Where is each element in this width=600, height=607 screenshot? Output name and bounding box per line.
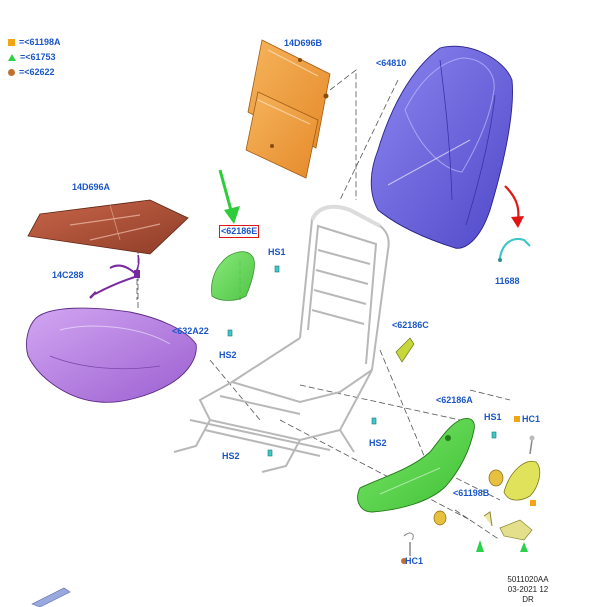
wire-harness: [89, 254, 140, 299]
label-hc1-bottom: HC1: [405, 556, 424, 566]
label-hs1-top: HS1: [268, 247, 286, 257]
footer-date: 03-2021 12: [507, 585, 549, 594]
back-pad-orange: [245, 39, 331, 179]
screw-hs: [227, 265, 497, 457]
seat-cushion-purple: [25, 307, 197, 403]
knob-61198b: [433, 469, 504, 526]
label-14d696b: 14D696B: [284, 38, 323, 48]
circle-icon: [8, 68, 15, 76]
footer-side: DR: [522, 595, 534, 604]
square-icon: [8, 38, 15, 46]
label-14c288: 14C288: [52, 270, 84, 280]
legend-row-61198a: =<61198A: [8, 36, 61, 48]
legend-text: =<61753: [20, 52, 56, 62]
label-64810: <64810: [376, 58, 407, 68]
label-62186c: <62186C: [392, 320, 429, 330]
footer-code: 5011020AA: [507, 575, 549, 584]
triangle-icon: [8, 53, 16, 61]
side-shield-62186a: [357, 418, 475, 513]
label-hs2-mid: HS2: [369, 438, 387, 448]
label-hc1-right: HC1: [522, 414, 541, 424]
seat-back-cover-blue: [370, 45, 513, 249]
clip-11688: [498, 237, 531, 262]
label-62186e-highlighted: <62186E: [219, 225, 260, 238]
switch-lever-bottom: [483, 511, 533, 541]
label-632a22: <632A22: [172, 326, 209, 336]
label-hs1-right: HS1: [484, 412, 502, 422]
screw-markers: [401, 416, 536, 564]
legend-row-62622: =<62622: [8, 66, 55, 78]
red-arrow: [504, 185, 524, 228]
label-62186a: <62186A: [436, 395, 473, 405]
legend-row-61753: =<61753: [8, 51, 56, 63]
switch-cover-right: [503, 460, 541, 501]
view-arrow: [31, 587, 71, 607]
label-hs2-low: HS2: [222, 451, 240, 461]
label-14d696a: 14D696A: [72, 182, 111, 192]
legend-text: =<61198A: [19, 37, 61, 47]
label-11688: 11688: [495, 276, 520, 286]
green-arrow: [218, 169, 240, 224]
label-hs2-left: HS2: [219, 350, 237, 360]
label-61198b: <61198B: [453, 488, 490, 498]
trim-piece-62186c: [395, 337, 415, 363]
cushion-pad-brown: [27, 199, 189, 255]
trim-cover-62186e: [211, 251, 255, 301]
legend-text: =<62622: [19, 67, 55, 77]
